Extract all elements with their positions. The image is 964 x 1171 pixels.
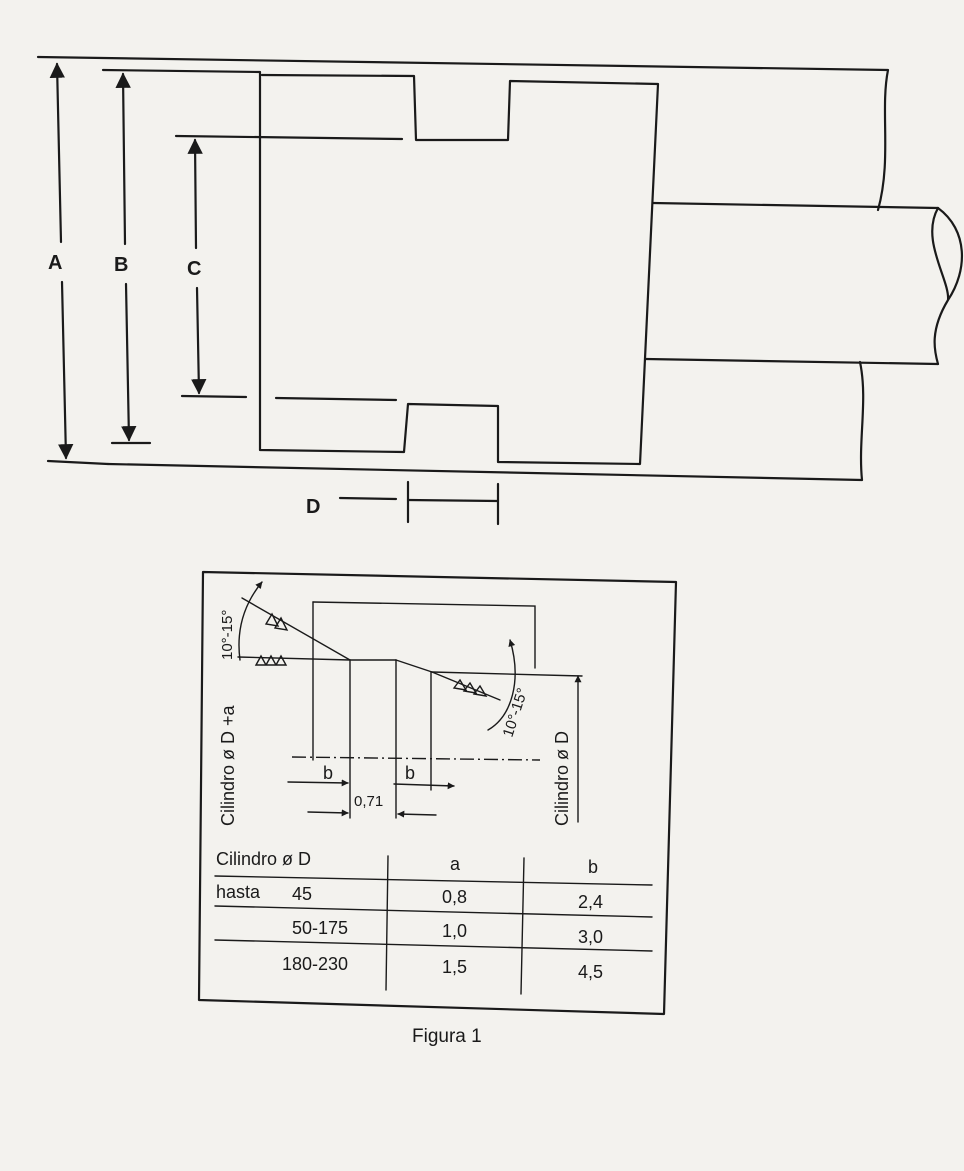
table-row-range: 50-175 <box>292 918 348 938</box>
roll-outline <box>36 55 890 482</box>
figure-caption: Figura 1 <box>412 1026 482 1047</box>
pass-profile <box>101 68 660 466</box>
table-row-range: 45 <box>292 884 312 904</box>
dim-c-label: C <box>187 258 201 280</box>
b-right-label: b <box>405 763 415 783</box>
table-row-b: 4,5 <box>578 962 603 982</box>
dim-a-label: A <box>48 252 62 274</box>
dim-b-label: B <box>114 254 128 276</box>
shaft <box>644 201 940 366</box>
table-row-a: 0,8 <box>442 887 467 907</box>
table-row-b: 2,4 <box>578 892 603 912</box>
table-header-cilindro: Cilindro ø D <box>216 849 311 869</box>
surface-finish-symbols <box>254 612 488 697</box>
detail-frame <box>197 570 678 1016</box>
table-header-b: b <box>588 857 598 877</box>
table-row-prefix: hasta <box>216 882 261 902</box>
table-row-a: 1,5 <box>442 957 467 977</box>
angle-right-label: 10°-15° <box>500 686 532 739</box>
table-row-b: 3,0 <box>578 927 603 947</box>
label-cilindro-d: Cilindro ø D <box>552 731 572 826</box>
angle-left-label: 10°-15° <box>219 610 236 660</box>
roll-drawing: A B C D <box>36 55 964 526</box>
table-row-a: 1,0 <box>442 921 467 941</box>
dimension-table: Cilindro ø D a b hasta 45 0,8 2,4 50-175… <box>214 849 653 995</box>
label-cilindro-d-plus-a: Cilindro ø D +a <box>218 704 238 826</box>
gap-value: 0,71 <box>354 793 383 810</box>
table-header-a: a <box>450 854 461 874</box>
table-row-range: 180-230 <box>282 954 348 974</box>
detail-box: 10°-15° 10°-15° b b 0,71 Cilindro ø D +a… <box>197 570 678 1016</box>
b-left-label: b <box>323 763 333 783</box>
dim-d-label: D <box>306 496 320 518</box>
shaft-break <box>931 206 964 366</box>
